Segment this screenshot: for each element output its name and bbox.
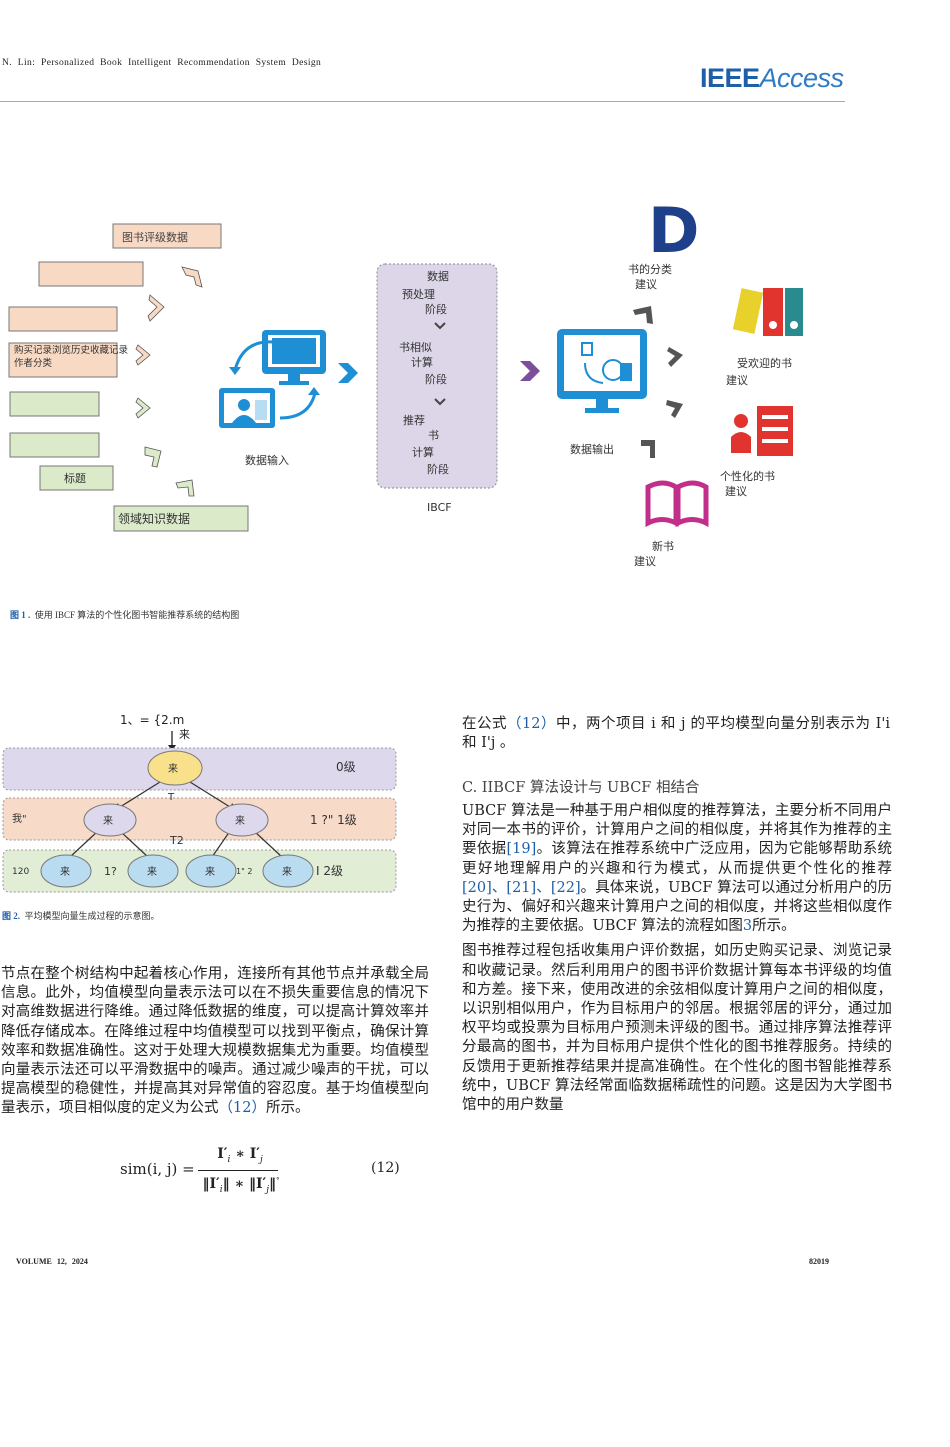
personal-list-icon bbox=[731, 406, 793, 456]
header-rule bbox=[0, 101, 845, 102]
svg-text:来: 来 bbox=[235, 815, 245, 827]
chevron-down-icon bbox=[434, 322, 446, 330]
svg-text:建议: 建议 bbox=[726, 373, 748, 387]
box-book-rating-data: 图书评级数据 bbox=[122, 230, 188, 244]
level-2-node bbox=[127, 854, 179, 888]
svg-text:书的分类: 书的分类 bbox=[628, 262, 672, 276]
svg-text:书: 书 bbox=[428, 429, 439, 442]
footer-volume: VOLUME 12, 2024 bbox=[16, 1257, 88, 1266]
right-column-intro: 在公式（12）中，两个项目 i 和 j 的平均模型向量分别表示为 I'i 和 I… bbox=[462, 716, 891, 752]
data-input-computer-icon bbox=[219, 330, 326, 428]
box-title: 标题 bbox=[64, 471, 86, 485]
level-2-node bbox=[262, 854, 314, 888]
svg-text:T2: T2 bbox=[169, 834, 184, 847]
arrow-right-icon bbox=[338, 363, 358, 383]
ibcf-steps: 数据 预处理 阶段 书相似 计算 阶段 推荐 书 计算 阶段 bbox=[399, 269, 449, 476]
svg-text:预处理: 预处理 bbox=[402, 288, 435, 301]
svg-text:T: T bbox=[167, 792, 175, 803]
svg-text:数据: 数据 bbox=[427, 269, 449, 283]
svg-text:计算: 计算 bbox=[411, 355, 433, 369]
chevron-down-icon bbox=[434, 398, 446, 406]
box-domain-knowledge: 领域知识数据 bbox=[118, 511, 190, 526]
svg-text:来: 来 bbox=[60, 866, 70, 878]
category-d-icon: D bbox=[648, 195, 699, 267]
figure-1-caption: 图 1 . 使用 IBCF 算法的个性化图书智能推荐系统的结构图 bbox=[10, 610, 240, 620]
svg-text:推荐: 推荐 bbox=[403, 413, 425, 427]
figure-1-diagram: 图书评级数据 购买记录浏览历史收藏记录作者分类 标题 领域知识数据 bbox=[8, 195, 803, 568]
equation-12: sim(i, j) = I′i ∗ I′j ‖I′i‖ ∗ ‖I′j‖° (12… bbox=[120, 1146, 400, 1195]
level-1-node bbox=[83, 803, 137, 837]
svg-text:建议: 建议 bbox=[635, 277, 657, 291]
svg-text:我": 我" bbox=[12, 813, 27, 825]
data-output-label: 数据输出 bbox=[570, 442, 614, 456]
svg-text:I 2级: I 2级 bbox=[316, 864, 343, 878]
left-column-text: 节点在整个树结构中起着核心作用，连接所有其他节点并承载全局信息。此外，均值模型向… bbox=[1, 966, 429, 1117]
chevron-icons bbox=[135, 266, 203, 497]
level-2-node bbox=[40, 854, 92, 888]
running-title: N. Lin: Personalized Book Intelligent Re… bbox=[2, 58, 322, 68]
input-data-boxes: 图书评级数据 购买记录浏览历史收藏记录作者分类 标题 领域知识数据 bbox=[8, 223, 249, 532]
ieee-access-logo: IEEEAccess bbox=[700, 63, 844, 93]
box-purchase-history: 购买记录浏览历史收藏记录作者分类 bbox=[14, 345, 129, 369]
equation-number: (12) bbox=[371, 1160, 400, 1176]
svg-text:来: 来 bbox=[282, 866, 292, 878]
svg-text:1 ?" 1级: 1 ?" 1级 bbox=[310, 813, 357, 827]
svg-text:来: 来 bbox=[168, 763, 178, 775]
svg-text:0级: 0级 bbox=[336, 760, 356, 774]
svg-text:来: 来 bbox=[205, 866, 215, 878]
svg-text:来: 来 bbox=[179, 728, 190, 741]
data-input-label: 数据输入 bbox=[245, 453, 289, 467]
svg-text:建议: 建议 bbox=[634, 554, 656, 568]
svg-text:新书: 新书 bbox=[652, 539, 674, 553]
svg-text:阶段: 阶段 bbox=[425, 372, 447, 386]
output-chevron-icons bbox=[633, 306, 683, 458]
svg-text:计算: 计算 bbox=[412, 445, 434, 459]
svg-text:1" 2: 1" 2 bbox=[236, 867, 252, 876]
ibcf-box bbox=[376, 263, 498, 489]
right-column-text: UBCF 算法是一种基于用户相似度的推荐算法，主要分析不同用户对同一本书的评价，… bbox=[462, 803, 893, 1114]
svg-text:1?: 1? bbox=[104, 865, 117, 878]
arrow-right-icon bbox=[520, 361, 540, 381]
open-book-icon bbox=[645, 480, 709, 528]
svg-text:阶段: 阶段 bbox=[427, 462, 449, 476]
svg-text:来: 来 bbox=[147, 866, 157, 878]
book-binders-icon bbox=[732, 288, 803, 336]
ibcf-label: IBCF bbox=[427, 501, 452, 514]
figure-2-diagram: 1、= {2.m 来 来 0级 T 我" 来 来 1 ?" 1级 T2 120 … bbox=[2, 713, 397, 893]
root-node bbox=[147, 750, 203, 786]
fig2-top-text: 1、= {2.m bbox=[120, 713, 184, 727]
svg-text:阶段: 阶段 bbox=[425, 302, 447, 316]
section-heading: C. IIBCF 算法设计与 UBCF 相结合 bbox=[462, 780, 700, 796]
svg-text:来: 来 bbox=[103, 815, 113, 827]
figure-2-caption: 图 2. 平均模型向量生成过程的示意图。 bbox=[2, 911, 160, 921]
svg-text:120: 120 bbox=[12, 867, 29, 877]
svg-text:受欢迎的书: 受欢迎的书 bbox=[737, 356, 792, 370]
level-2-node bbox=[185, 854, 237, 888]
svg-text:个性化的书: 个性化的书 bbox=[720, 469, 775, 483]
svg-text:书相似: 书相似 bbox=[399, 341, 432, 354]
data-output-computer-icon bbox=[557, 329, 647, 413]
level-1-node bbox=[215, 803, 269, 837]
footer-page-number: 82019 bbox=[809, 1257, 829, 1266]
svg-text:建议: 建议 bbox=[725, 484, 747, 498]
